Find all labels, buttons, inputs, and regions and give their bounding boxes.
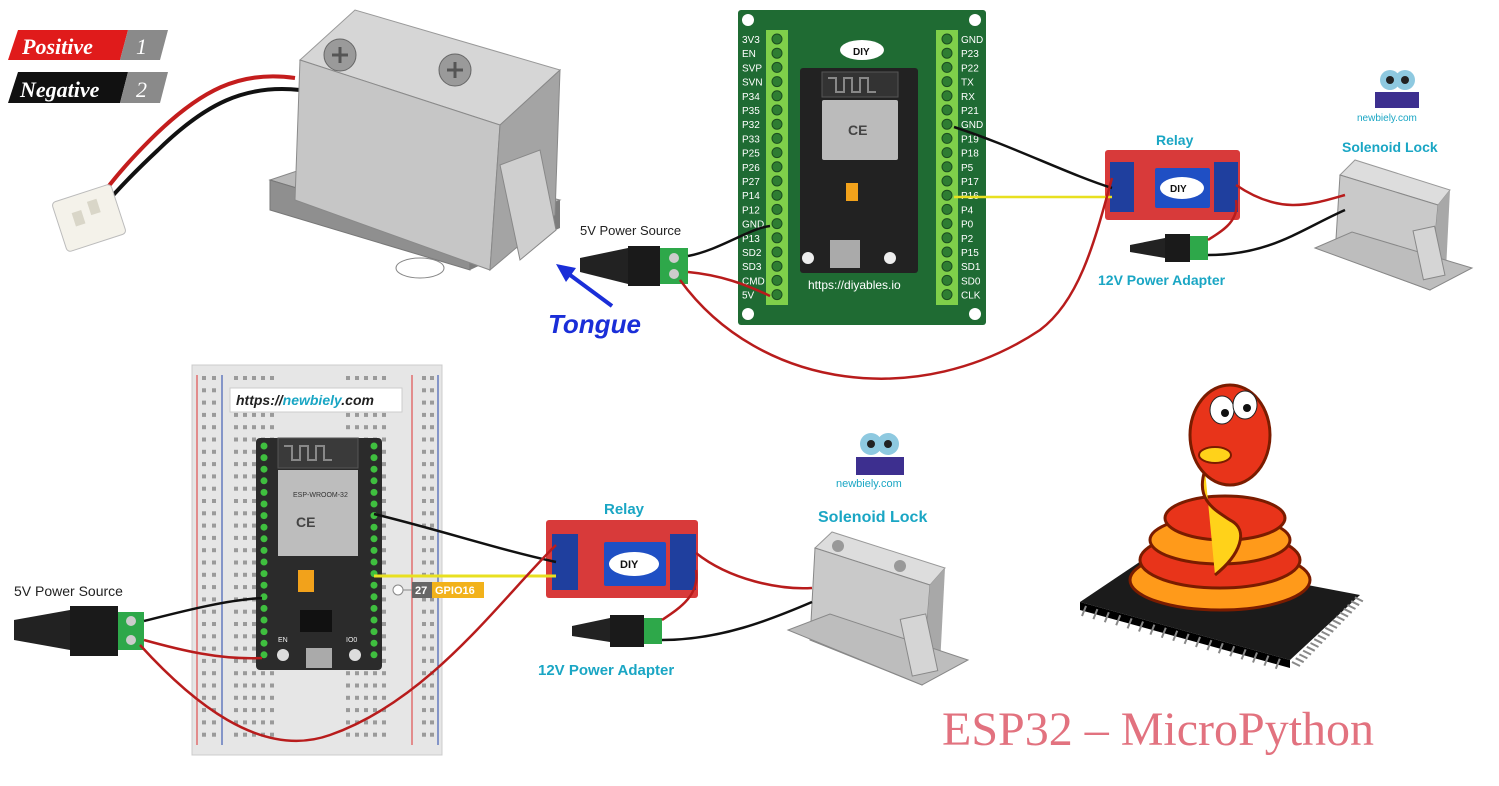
top-board-pin-label: SD1 (961, 262, 981, 273)
io0-label: IO0 (346, 637, 357, 644)
bottom-brand: newbiely.com (836, 478, 902, 490)
svg-text:https://newbiely.com: https://newbiely.com (236, 392, 374, 408)
svg-text:CE: CE (848, 122, 867, 138)
bottom-newbiely-logo: newbiely.com (836, 433, 904, 490)
top-board-pin-label: P5 (961, 163, 974, 174)
top-board-pin-label: P17 (961, 177, 979, 188)
site-url-suffix: .com (341, 392, 374, 408)
top-board-pin-label: EN (742, 49, 756, 60)
top-board-pin-label: P18 (961, 149, 979, 160)
svg-text:CE: CE (296, 514, 315, 530)
top-relay-label: Relay (1156, 132, 1194, 148)
top-newbiely-logo: newbiely.com (1357, 70, 1419, 124)
tongue-pointer: Tongue (548, 264, 641, 339)
top-board-pin-label: GND (961, 120, 983, 131)
top-relay-brand: DIY (1170, 184, 1187, 195)
top-board-pin-label: SD2 (742, 248, 762, 259)
top-board-pin-label: 5V (742, 291, 755, 302)
top-board-pin-label: 3V3 (742, 35, 760, 46)
top-12v-adapter: 12V Power Adapter (1098, 234, 1226, 288)
top-lock: newbiely.com Solenoid Lock (1313, 70, 1474, 291)
top-board-pin-label: SVN (742, 78, 763, 89)
top-brand: newbiely.com (1357, 113, 1417, 124)
top-lock-label: Solenoid Lock (1342, 139, 1438, 155)
top-board-pin-label: GND (742, 220, 764, 231)
bottom-relay-label: Relay (604, 501, 645, 518)
gpio-number: 27 (415, 585, 427, 597)
page-title: ESP32 – MicroPython (942, 703, 1374, 756)
top-board-pin-label: P34 (742, 92, 760, 103)
top-board-pin-label: P32 (742, 120, 760, 131)
negative-number-badge (120, 72, 168, 103)
top-board-pin-label: P35 (742, 106, 760, 117)
micropython-logo (1080, 383, 1364, 670)
positive-label: Positive (21, 34, 93, 59)
negative-label: Negative (19, 77, 100, 102)
bottom-wires (139, 512, 813, 742)
positive-number-badge (120, 30, 168, 60)
top-board-pin-label: P4 (961, 205, 974, 216)
top-board-pin-label: SD3 (742, 262, 762, 273)
bottom-power-jack: 5V Power Source (14, 583, 144, 656)
positive-number: 1 (136, 34, 147, 59)
top-board-url: https://diyables.io (808, 278, 901, 292)
module-name: ESP-WROOM-32 (293, 492, 348, 499)
top-relay: Relay DIY (1105, 132, 1240, 220)
top-board-pin-label: P19 (961, 134, 979, 145)
top-wires (678, 125, 1346, 380)
top-board-pin-label: RX (961, 92, 975, 103)
bottom-lock-label: Solenoid Lock (818, 509, 927, 526)
top-board-pin-label: SVP (742, 63, 762, 74)
gpio-tag: 27 GPIO16 (392, 582, 484, 598)
bottom-power-source-label: 5V Power Source (14, 583, 123, 599)
top-board-pin-label: GND (961, 35, 983, 46)
site-url-prefix: https:// (236, 392, 285, 408)
top-board-pin-label: P25 (742, 149, 760, 160)
legend: Positive 1 Negative 2 (8, 30, 168, 103)
bottom-relay-brand: DIY (620, 559, 639, 571)
top-board-pin-label: CLK (961, 291, 981, 302)
top-board-pin-label: P12 (742, 205, 760, 216)
top-board-pin-label: P2 (961, 234, 974, 245)
top-esp32-board: 3V3ENSVPSVNP34P35P32P33P25P26P27P14P12GN… (738, 10, 986, 325)
bottom-lock: newbiely.com Solenoid Lock (786, 433, 970, 686)
en-label: EN (278, 637, 288, 644)
gpio-label: GPIO16 (435, 585, 475, 597)
top-board-pin-label: P33 (742, 134, 760, 145)
top-board-pin-label: P23 (961, 49, 979, 60)
top-board-pin-label: TX (961, 78, 974, 89)
top-board-pin-label: P21 (961, 106, 979, 117)
negative-badge (8, 72, 128, 103)
solenoid-lock-photo (52, 9, 562, 279)
top-board-pin-label: P26 (742, 163, 760, 174)
top-board-pin-label: P15 (961, 248, 979, 259)
top-board-pin-label: P14 (742, 191, 760, 202)
top-board-pin-label: SD0 (961, 276, 981, 287)
top-board-pin-label: CMD (742, 276, 765, 287)
top-board-logo: DIY (853, 47, 870, 58)
top-board-pin-label: P13 (742, 234, 760, 245)
negative-number: 2 (136, 77, 147, 102)
bottom-adapter-label: 12V Power Adapter (538, 662, 674, 679)
top-board-right-pins: GNDP23P22TXRXP21GNDP19P18P5P17P16P4P0P2P… (941, 33, 983, 302)
top-adapter-label: 12V Power Adapter (1098, 272, 1226, 288)
top-power-source-label: 5V Power Source (580, 223, 681, 238)
bottom-esp32-devkit: ESP-WROOM-32 CE EN IO0 (256, 437, 382, 670)
top-board-pin-label: P27 (742, 177, 760, 188)
top-board-pin-label: P0 (961, 220, 974, 231)
site-url-brand: newbiely (283, 392, 343, 408)
top-power-jack: 5V Power Source (580, 223, 688, 286)
positive-badge (8, 30, 128, 60)
top-board-pin-label: P22 (961, 63, 979, 74)
tongue-label: Tongue (548, 309, 641, 339)
bottom-relay: Relay DIY (546, 501, 698, 598)
bottom-12v-adapter: 12V Power Adapter (538, 615, 674, 679)
